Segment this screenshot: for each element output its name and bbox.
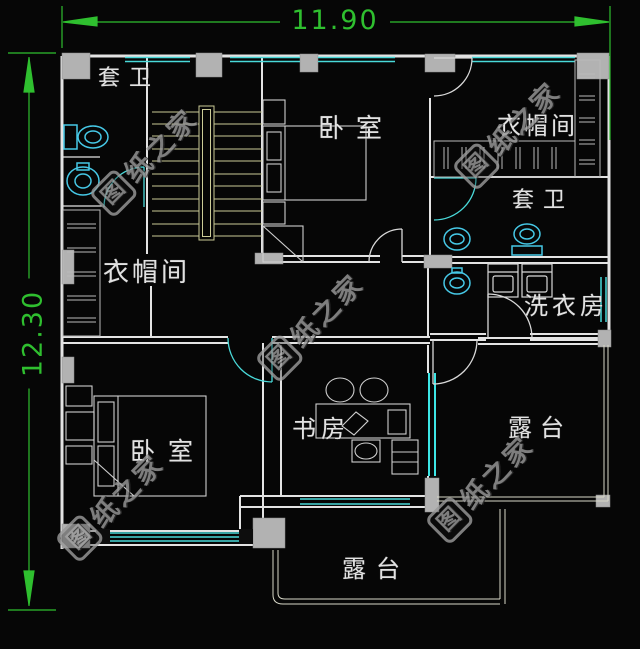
- dim-arrow-up: [23, 57, 35, 93]
- dim-arrow-left: [62, 16, 98, 27]
- bed-icon: [262, 99, 367, 263]
- terrace-railings: [272, 345, 609, 605]
- bed-icon: [65, 385, 207, 497]
- furniture: [65, 99, 419, 497]
- sink-icon: [66, 162, 100, 196]
- room-label-cloak-top-right: 衣帽间: [497, 112, 578, 140]
- stairs: [152, 105, 262, 241]
- sink-icon: [443, 227, 471, 251]
- desk-icon: [315, 377, 419, 475]
- room-label-bath-top-left: 套卫: [98, 66, 161, 91]
- window-end-caps: [96, 529, 253, 544]
- dim-arrow-right: [574, 16, 610, 27]
- room-label-bath-right: 套卫: [512, 188, 575, 213]
- dimension-width-label: 11.90: [280, 5, 390, 36]
- windows: [96, 56, 607, 542]
- toilet-icon: [63, 124, 109, 150]
- room-label-cloak-left: 衣帽间: [103, 258, 191, 288]
- dim-arrow-down: [23, 570, 35, 606]
- room-label-bedroom-bottom-left: 卧室: [130, 437, 207, 466]
- room-label-study: 书房: [292, 415, 350, 443]
- doors-cyan: [103, 166, 477, 383]
- room-label-bedroom-top: 卧室: [318, 114, 395, 144]
- room-label-terrace-bottom: 露台: [342, 555, 410, 583]
- washing-machine-icons: [487, 263, 553, 298]
- doors-white: [368, 57, 533, 385]
- room-label-terrace-right: 露台: [508, 414, 572, 442]
- room-label-laundry: 洗衣房: [524, 292, 608, 320]
- dimension-height-label: 12.30: [17, 278, 49, 389]
- wardrobe-hatches: [62, 59, 601, 337]
- sink-icon: [443, 267, 471, 295]
- bathroom-fixtures: [63, 124, 543, 295]
- pillars: [61, 52, 612, 549]
- toilet-icon: [511, 223, 543, 256]
